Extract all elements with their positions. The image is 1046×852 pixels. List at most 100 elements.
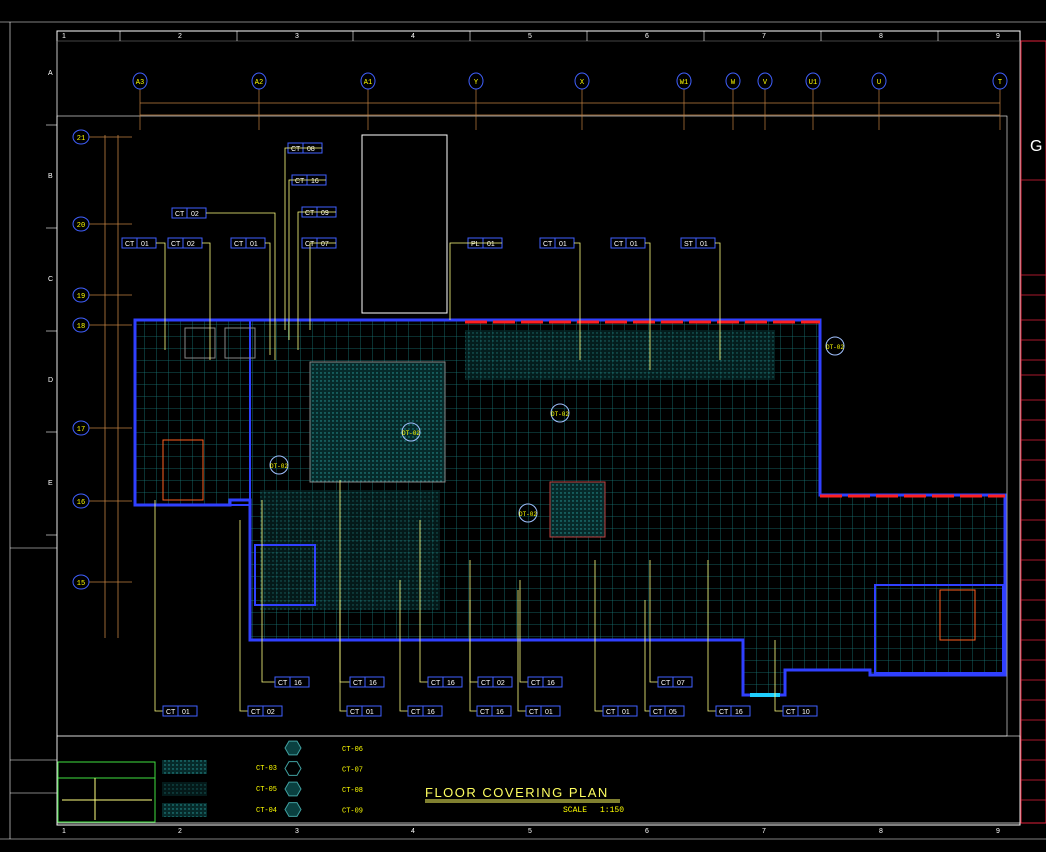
leader-line xyxy=(644,600,650,712)
tag-prefix: CT xyxy=(719,709,729,716)
tag-number: 08 xyxy=(307,146,315,153)
tag-number: 01 xyxy=(250,241,258,248)
grid-bubble xyxy=(72,129,90,145)
border-number-bottom: 9 xyxy=(996,828,1000,835)
grid-column-label: V xyxy=(763,79,768,87)
leader-line xyxy=(594,560,603,712)
grid-row-label: 16 xyxy=(77,499,85,507)
leader-line xyxy=(774,640,783,712)
leader-line xyxy=(574,242,581,360)
grid-bubble xyxy=(251,72,267,90)
tag-prefix: CT xyxy=(543,241,553,248)
tag-prefix: CT xyxy=(480,709,490,716)
tag-number: 01 xyxy=(141,241,149,248)
legend-code: CT-09 xyxy=(342,808,363,816)
tag-prefix: CT xyxy=(353,680,363,687)
grid-bubble xyxy=(72,317,90,333)
material-tag xyxy=(525,705,561,717)
leader-line xyxy=(399,580,408,712)
material-tag xyxy=(247,705,283,717)
grid-column-label: U xyxy=(877,79,881,87)
tag-prefix: CT xyxy=(653,709,663,716)
grid-row-label: 21 xyxy=(77,135,85,143)
floor-plan[interactable] xyxy=(133,134,1007,697)
grid-bubble xyxy=(725,72,741,90)
scale-value: 1:150 xyxy=(600,806,624,815)
section-mark xyxy=(825,336,845,356)
material-tag xyxy=(346,705,382,717)
legend-code: CT-08 xyxy=(342,787,363,795)
material-tag xyxy=(407,705,443,717)
leader-line xyxy=(288,179,326,340)
legend-code: CT-04 xyxy=(256,807,277,815)
border-number-top: 3 xyxy=(295,33,299,40)
leader-line xyxy=(469,600,477,712)
material-tag xyxy=(427,676,463,688)
atrium-void xyxy=(361,134,448,314)
border-letter: C xyxy=(48,276,53,283)
border-number-top: 4 xyxy=(411,33,415,40)
tag-number: 16 xyxy=(427,709,435,716)
border-number-bottom: 5 xyxy=(528,828,532,835)
tag-prefix: CT xyxy=(305,210,315,217)
border-letter: A xyxy=(48,70,53,77)
tag-number: 16 xyxy=(447,680,455,687)
tag-prefix: CT xyxy=(234,241,244,248)
tag-prefix: CT xyxy=(481,680,491,687)
grid-bubble xyxy=(72,216,90,232)
border-number-top: 7 xyxy=(762,33,766,40)
grid-bubble xyxy=(72,287,90,303)
tag-number: 10 xyxy=(802,709,810,716)
material-tag xyxy=(274,676,310,688)
material-tag xyxy=(162,705,198,717)
section-mark xyxy=(550,403,570,423)
leader-line xyxy=(517,590,526,712)
legend-code: CT-07 xyxy=(342,767,363,775)
legend-code: CT-06 xyxy=(342,746,363,754)
leader-line xyxy=(265,242,271,355)
column-pad xyxy=(549,481,606,538)
section-mark xyxy=(518,503,538,523)
leader-line xyxy=(239,520,248,712)
grid-column-label: T xyxy=(998,79,1002,87)
entrance-mark xyxy=(750,693,780,697)
elevator-1 xyxy=(184,327,216,359)
shop-strip xyxy=(465,330,775,380)
tag-number: 16 xyxy=(496,709,504,716)
tag-prefix: CT xyxy=(531,680,541,687)
grid-bubble xyxy=(468,72,484,90)
material-tag xyxy=(476,705,512,717)
title-block: G xyxy=(1020,40,1046,824)
border-number-top: 2 xyxy=(178,33,182,40)
tag-number: 01 xyxy=(630,241,638,248)
legend-hex-swatch xyxy=(284,802,302,817)
tag-number: 02 xyxy=(497,680,505,687)
leader-line xyxy=(419,520,428,683)
border-number-bottom: 8 xyxy=(879,828,883,835)
tag-prefix: CT xyxy=(786,709,796,716)
tag-prefix: CT xyxy=(251,709,261,716)
border-letter: D xyxy=(48,377,53,384)
leader-line xyxy=(297,211,336,350)
core-room xyxy=(134,319,251,506)
material-tag xyxy=(477,676,513,688)
legend-code: CT-05 xyxy=(256,786,277,794)
leader-line xyxy=(206,212,276,360)
leader-line xyxy=(309,242,336,330)
tag-number: 02 xyxy=(191,211,199,218)
material-tag xyxy=(715,705,751,717)
grid-row-label: 18 xyxy=(77,323,85,331)
tag-prefix: CT xyxy=(614,241,624,248)
section-mark-label: DT-02 xyxy=(551,411,569,418)
tag-number: 01 xyxy=(545,709,553,716)
grid-column-label: U1 xyxy=(809,79,817,87)
border-number-top: 8 xyxy=(879,33,883,40)
tag-number: 09 xyxy=(321,210,329,217)
dimension-line xyxy=(104,102,1000,638)
material-tag xyxy=(782,705,818,717)
leader-line xyxy=(715,242,721,360)
